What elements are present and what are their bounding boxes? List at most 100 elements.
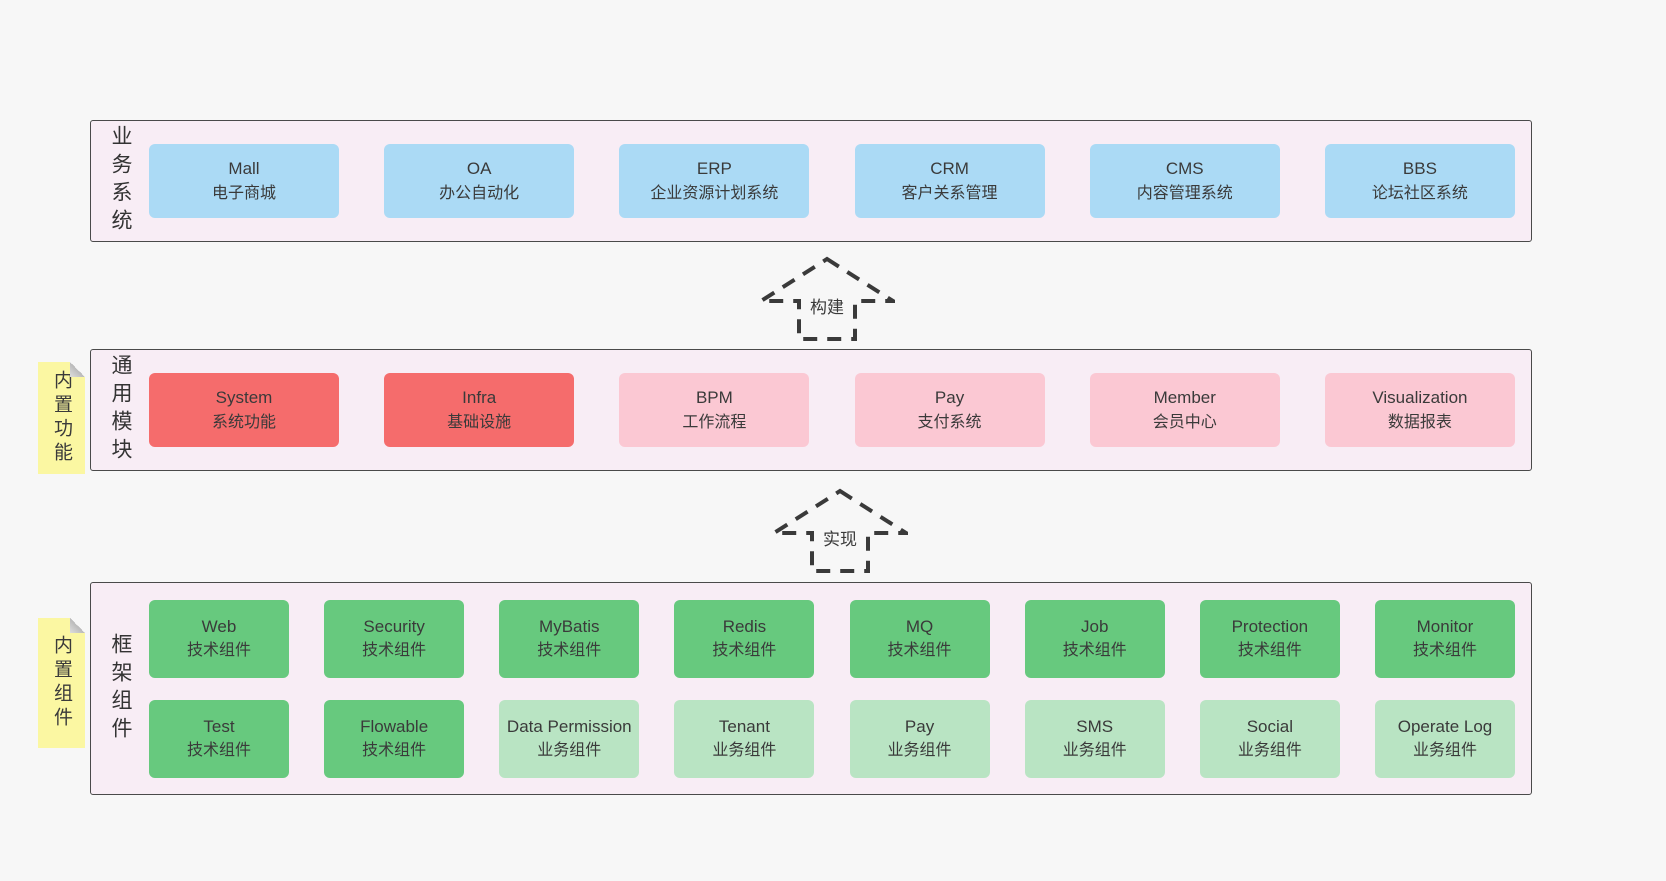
module-subtitle: 客户关系管理 [901, 185, 998, 202]
module-box-job: Job 技术组件 [1024, 599, 1165, 678]
module-title: Flowable [360, 716, 429, 736]
module-subtitle: 会员中心 [1152, 414, 1217, 431]
module-title: Protection [1231, 616, 1309, 636]
module-subtitle: 论坛社区系统 [1371, 185, 1468, 202]
module-title: Web [201, 616, 237, 636]
module-subtitle: 技术组件 [887, 641, 952, 659]
module-title: Pay [934, 388, 965, 407]
module-box-member: Member 会员中心 [1089, 373, 1280, 447]
module-box-oa: OA 办公自动化 [384, 144, 575, 218]
module-title: Infra [462, 388, 497, 407]
module-box-mq: MQ 技术组件 [849, 599, 990, 678]
module-subtitle: 技术组件 [1062, 641, 1127, 659]
dashed-up-arrow-build: 构建 [759, 256, 895, 342]
module-title: Member [1153, 388, 1216, 407]
module-box-web: Web 技术组件 [149, 599, 289, 678]
module-title: BPM [695, 388, 733, 407]
module-title: MQ [905, 616, 934, 636]
module-title: ERP [696, 159, 732, 178]
module-subtitle: 技术组件 [186, 741, 251, 759]
module-subtitle: 支付系统 [917, 414, 982, 431]
module-box-infra: Infra 基础设施 [384, 373, 575, 447]
module-title: CMS [1165, 159, 1204, 178]
band-boxes-common-modules: System 系统功能 Infra 基础设施 BPM 工作流程 Pay 支付系统 Member 会… [149, 373, 1531, 447]
module-subtitle: 技术组件 [362, 741, 427, 759]
module-title: Redis [722, 616, 767, 636]
module-subtitle: 技术组件 [1412, 641, 1477, 659]
module-title: Mall [228, 159, 260, 178]
module-box-tenant: Tenant 业务组件 [674, 699, 815, 778]
module-subtitle: 技术组件 [712, 641, 777, 659]
module-title: OA [466, 159, 492, 178]
module-subtitle: 技术组件 [186, 641, 251, 659]
module-title: Tenant [718, 716, 770, 736]
module-subtitle: 业务组件 [1062, 741, 1127, 759]
module-title: Visualization [1372, 388, 1468, 407]
band-label-framework-components: 框架组件 [109, 632, 132, 745]
module-box-crm: CRM 客户关系管理 [854, 144, 1045, 218]
module-subtitle: 内容管理系统 [1136, 185, 1233, 202]
module-subtitle: 业务组件 [537, 741, 602, 759]
module-subtitle: 基础设施 [447, 414, 512, 431]
module-subtitle: 技术组件 [362, 641, 427, 659]
box-row: System 系统功能 Infra 基础设施 BPM 工作流程 Pay 支付系统 Member 会… [149, 373, 1515, 447]
module-subtitle: 业务组件 [712, 741, 777, 759]
module-box-visualization: Visualization 数据报表 [1324, 373, 1515, 447]
module-title: Security [363, 616, 425, 636]
module-box-redis: Redis 技术组件 [674, 599, 815, 678]
band-label-business-systems: 业务系统 [109, 125, 132, 237]
module-subtitle: 系统功能 [211, 414, 276, 431]
module-box-erp: ERP 企业资源计划系统 [619, 144, 810, 218]
module-title: BBS [1402, 159, 1437, 178]
module-subtitle: 业务组件 [1412, 741, 1477, 759]
module-box-bpm: BPM 工作流程 [619, 373, 810, 447]
note-fold-corner [70, 618, 85, 633]
module-subtitle: 业务组件 [1237, 741, 1302, 759]
module-title: Monitor [1416, 616, 1474, 636]
band-label-common-modules: 通用模块 [109, 354, 132, 466]
module-title: CRM [930, 159, 969, 178]
module-title: System [215, 388, 273, 407]
dashed-up-arrow-implement: 实现 [772, 488, 908, 574]
note-fold-corner [70, 362, 85, 377]
arrow-label-build: 构建 [807, 292, 847, 319]
module-box-flowable: Flowable 技术组件 [324, 699, 465, 778]
up-block-arrow-icon [772, 488, 908, 573]
module-title: Test [203, 716, 235, 736]
module-box-protection: Protection 技术组件 [1199, 599, 1340, 678]
up-block-arrow-icon [759, 256, 895, 341]
module-box-test: Test 技术组件 [149, 699, 289, 778]
module-title: MyBatis [539, 616, 600, 636]
module-box-cms: CMS 内容管理系统 [1089, 144, 1280, 218]
module-box-monitor: Monitor 技术组件 [1374, 599, 1515, 678]
note-label-built-in-components: 内置组件 [51, 635, 72, 731]
module-box-bbs: BBS 论坛社区系统 [1324, 144, 1515, 218]
module-title: Data Permission [506, 716, 632, 736]
module-subtitle: 办公自动化 [439, 185, 520, 202]
module-subtitle: 企业资源计划系统 [650, 185, 779, 202]
module-subtitle: 业务组件 [887, 741, 952, 759]
module-subtitle: 工作流程 [682, 414, 747, 431]
module-subtitle: 数据报表 [1387, 414, 1452, 431]
sticky-note-built-in-components: 内置组件 [38, 618, 85, 748]
module-title: Job [1080, 616, 1109, 636]
sticky-note-built-in-features: 内置功能 [38, 362, 85, 474]
module-subtitle: 技术组件 [1237, 641, 1302, 659]
module-box-system: System 系统功能 [149, 373, 339, 447]
module-box-security: Security 技术组件 [324, 599, 465, 678]
module-box-pay: Pay 支付系统 [854, 373, 1045, 447]
